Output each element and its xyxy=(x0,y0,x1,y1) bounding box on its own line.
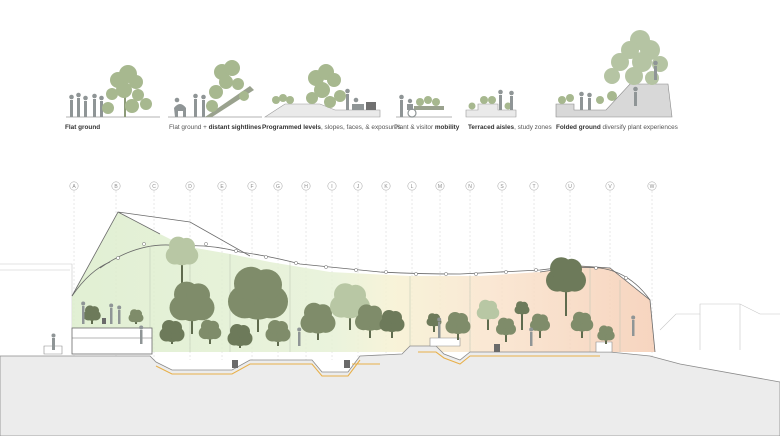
caption-folded-ground: Folded ground diversify plant experience… xyxy=(556,124,678,131)
tree xyxy=(198,319,222,344)
greenhouse-section xyxy=(71,211,656,355)
grid-label: F xyxy=(250,184,253,190)
tree xyxy=(159,320,185,344)
vignette-programmed-levels xyxy=(263,64,381,118)
grid-label: M xyxy=(438,184,442,190)
tree xyxy=(445,312,471,340)
vignette-mobility xyxy=(396,94,452,118)
tree xyxy=(330,283,370,330)
tree xyxy=(165,236,199,300)
caption-distant-sightlines: Flat ground + distant sightlines xyxy=(169,124,262,131)
tree xyxy=(530,313,551,338)
tree xyxy=(265,320,291,346)
caption-flat-ground: Flat ground xyxy=(65,124,101,131)
terrace-steps xyxy=(43,337,613,355)
grid-label: T xyxy=(532,184,535,190)
tree xyxy=(476,299,500,330)
grid-line-m: M xyxy=(435,181,445,360)
section-people xyxy=(51,301,636,350)
tree xyxy=(228,266,288,332)
grid-label: S xyxy=(500,184,504,190)
tree xyxy=(355,304,385,338)
grid-label: V xyxy=(608,184,612,190)
tree xyxy=(128,309,144,324)
heating-lines xyxy=(155,351,600,377)
tree xyxy=(496,317,516,342)
vignette-folded-ground xyxy=(555,30,673,118)
tree xyxy=(169,281,215,334)
vignette-terraced-aisles xyxy=(465,89,517,118)
grid-label: J xyxy=(357,184,360,190)
grid-label: H xyxy=(304,184,308,190)
tree xyxy=(514,301,530,330)
grid-label: D xyxy=(188,184,192,190)
tree xyxy=(83,305,101,324)
caption-programmed-levels: Programmed levels, slopes, faces, & expo… xyxy=(262,124,401,131)
tree xyxy=(546,257,586,316)
grid-label: G xyxy=(276,184,280,190)
tree xyxy=(379,310,405,338)
grid-label: E xyxy=(220,184,224,190)
vignette-distant-sightlines xyxy=(168,60,262,118)
grid-label: W xyxy=(650,184,655,190)
grid-label: I xyxy=(331,184,332,190)
grid-label: U xyxy=(568,184,572,190)
grid-label: N xyxy=(468,184,472,190)
ground-section xyxy=(0,345,780,436)
section-vegetation xyxy=(83,236,615,348)
caption-terraced-aisles: Terraced aisles, study zones xyxy=(468,124,552,131)
grid-label: K xyxy=(384,184,388,190)
vignette-flat-ground xyxy=(66,65,160,118)
grid-label: A xyxy=(72,184,76,190)
grid-label: B xyxy=(114,184,118,190)
grid-label: L xyxy=(411,184,414,190)
planters xyxy=(102,318,500,368)
tree xyxy=(227,324,253,348)
tree xyxy=(597,325,615,344)
tree xyxy=(300,302,336,340)
caption-mobility: Plant & visitor mobility xyxy=(394,124,460,131)
grid-label: C xyxy=(152,184,156,190)
tree xyxy=(570,311,594,338)
